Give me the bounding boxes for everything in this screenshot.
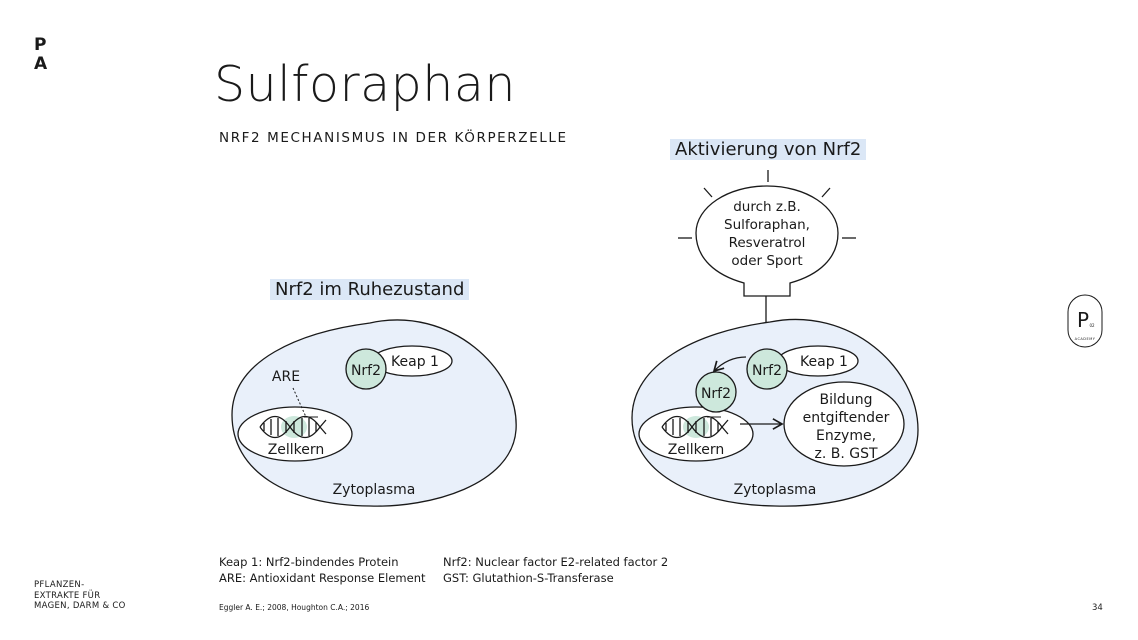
right-nucleus-label: Zellkern [668,442,725,458]
release-arrow [712,356,747,373]
legend-right: Nrf2: Nuclear factor E2-related factor 2… [443,554,668,586]
footer-line-2: EXTRAKTE FÜR [34,590,101,601]
footer-line-3: MAGEN, DARM & CO [34,601,126,611]
left-dna-icon [259,415,327,439]
right-nrf2-bound-shape [746,348,788,390]
enzyme-line-4: z. B. GST [814,446,877,462]
legend-are: ARE: Antioxidant Response Element [219,571,426,585]
academy-badge-icon: P 02 ACADEMY [1067,294,1103,348]
right-nrf2-free-label: Nrf2 [701,386,731,402]
legend-keap1: Keap 1: Nrf2-bindendes Protein [219,555,399,569]
right-nrf2-bound-label: Nrf2 [752,363,782,379]
left-nrf2-label: Nrf2 [351,363,381,379]
page-subtitle: NRF2 MECHANISMUS IN DER KÖRPERZELLE [219,130,568,146]
badge-letter: P [1077,308,1089,332]
legend-left: Keap 1: Nrf2-bindendes Protein ARE: Anti… [219,554,426,586]
right-keap1-label: Keap 1 [800,354,848,370]
footer-line-1: PFLANZEN- [34,580,85,590]
bulb-line-3: Resveratrol [729,235,806,251]
bulb-shape [695,185,839,297]
left-are-label: ARE [272,369,300,385]
right-cytoplasm-label: Zytoplasma [734,482,817,498]
citation: Eggler A. E.; 2008, Houghton C.A.; 2016 [219,603,370,612]
enzyme-line-2: entgiftender [803,410,890,426]
right-dna-icon [661,415,729,439]
footer-topic: PFLANZEN- EXTRAKTE FÜR MAGEN, DARM & CO [34,580,126,612]
badge-small: 02 [1089,323,1095,328]
page-number: 34 [1092,603,1103,613]
logo-letter-a: A [34,54,49,74]
right-panel-label: Aktivierung von Nrf2 [670,139,867,160]
page-title: Sulforaphan [214,56,516,113]
left-panel-label: Nrf2 im Ruhezustand [270,279,470,300]
enzyme-line-3: Enzyme, [816,428,876,444]
bulb-text: durch z.B. Sulforaphan, Resveratrol oder… [724,199,810,269]
left-are-pointer [292,387,307,418]
legend-nrf2: Nrf2: Nuclear factor E2-related factor 2 [443,555,669,569]
legend-gst: GST: Glutathion-S-Transferase [443,571,614,585]
bulb-line-4: oder Sport [731,253,802,269]
right-nrf2-free-shape [695,371,737,413]
enzyme-shape [783,381,905,467]
logo-letter-p: P [34,35,48,55]
badge-ring-text: ACADEMY [1075,337,1096,341]
left-cytoplasm-label: Zytoplasma [333,482,416,498]
bulb-rays [678,170,856,239]
bulb-line-2: Sulforaphan, [724,217,810,233]
left-nrf2-shape [345,348,387,390]
bulb-line-1: durch z.B. [733,199,801,215]
enzyme-text: Bildung entgiftender Enzyme, z. B. GST [803,392,890,462]
enzyme-line-1: Bildung [820,392,873,408]
left-keap1-label: Keap 1 [391,354,439,370]
brand-logo: P A [34,36,48,74]
left-nucleus-label: Zellkern [268,442,325,458]
